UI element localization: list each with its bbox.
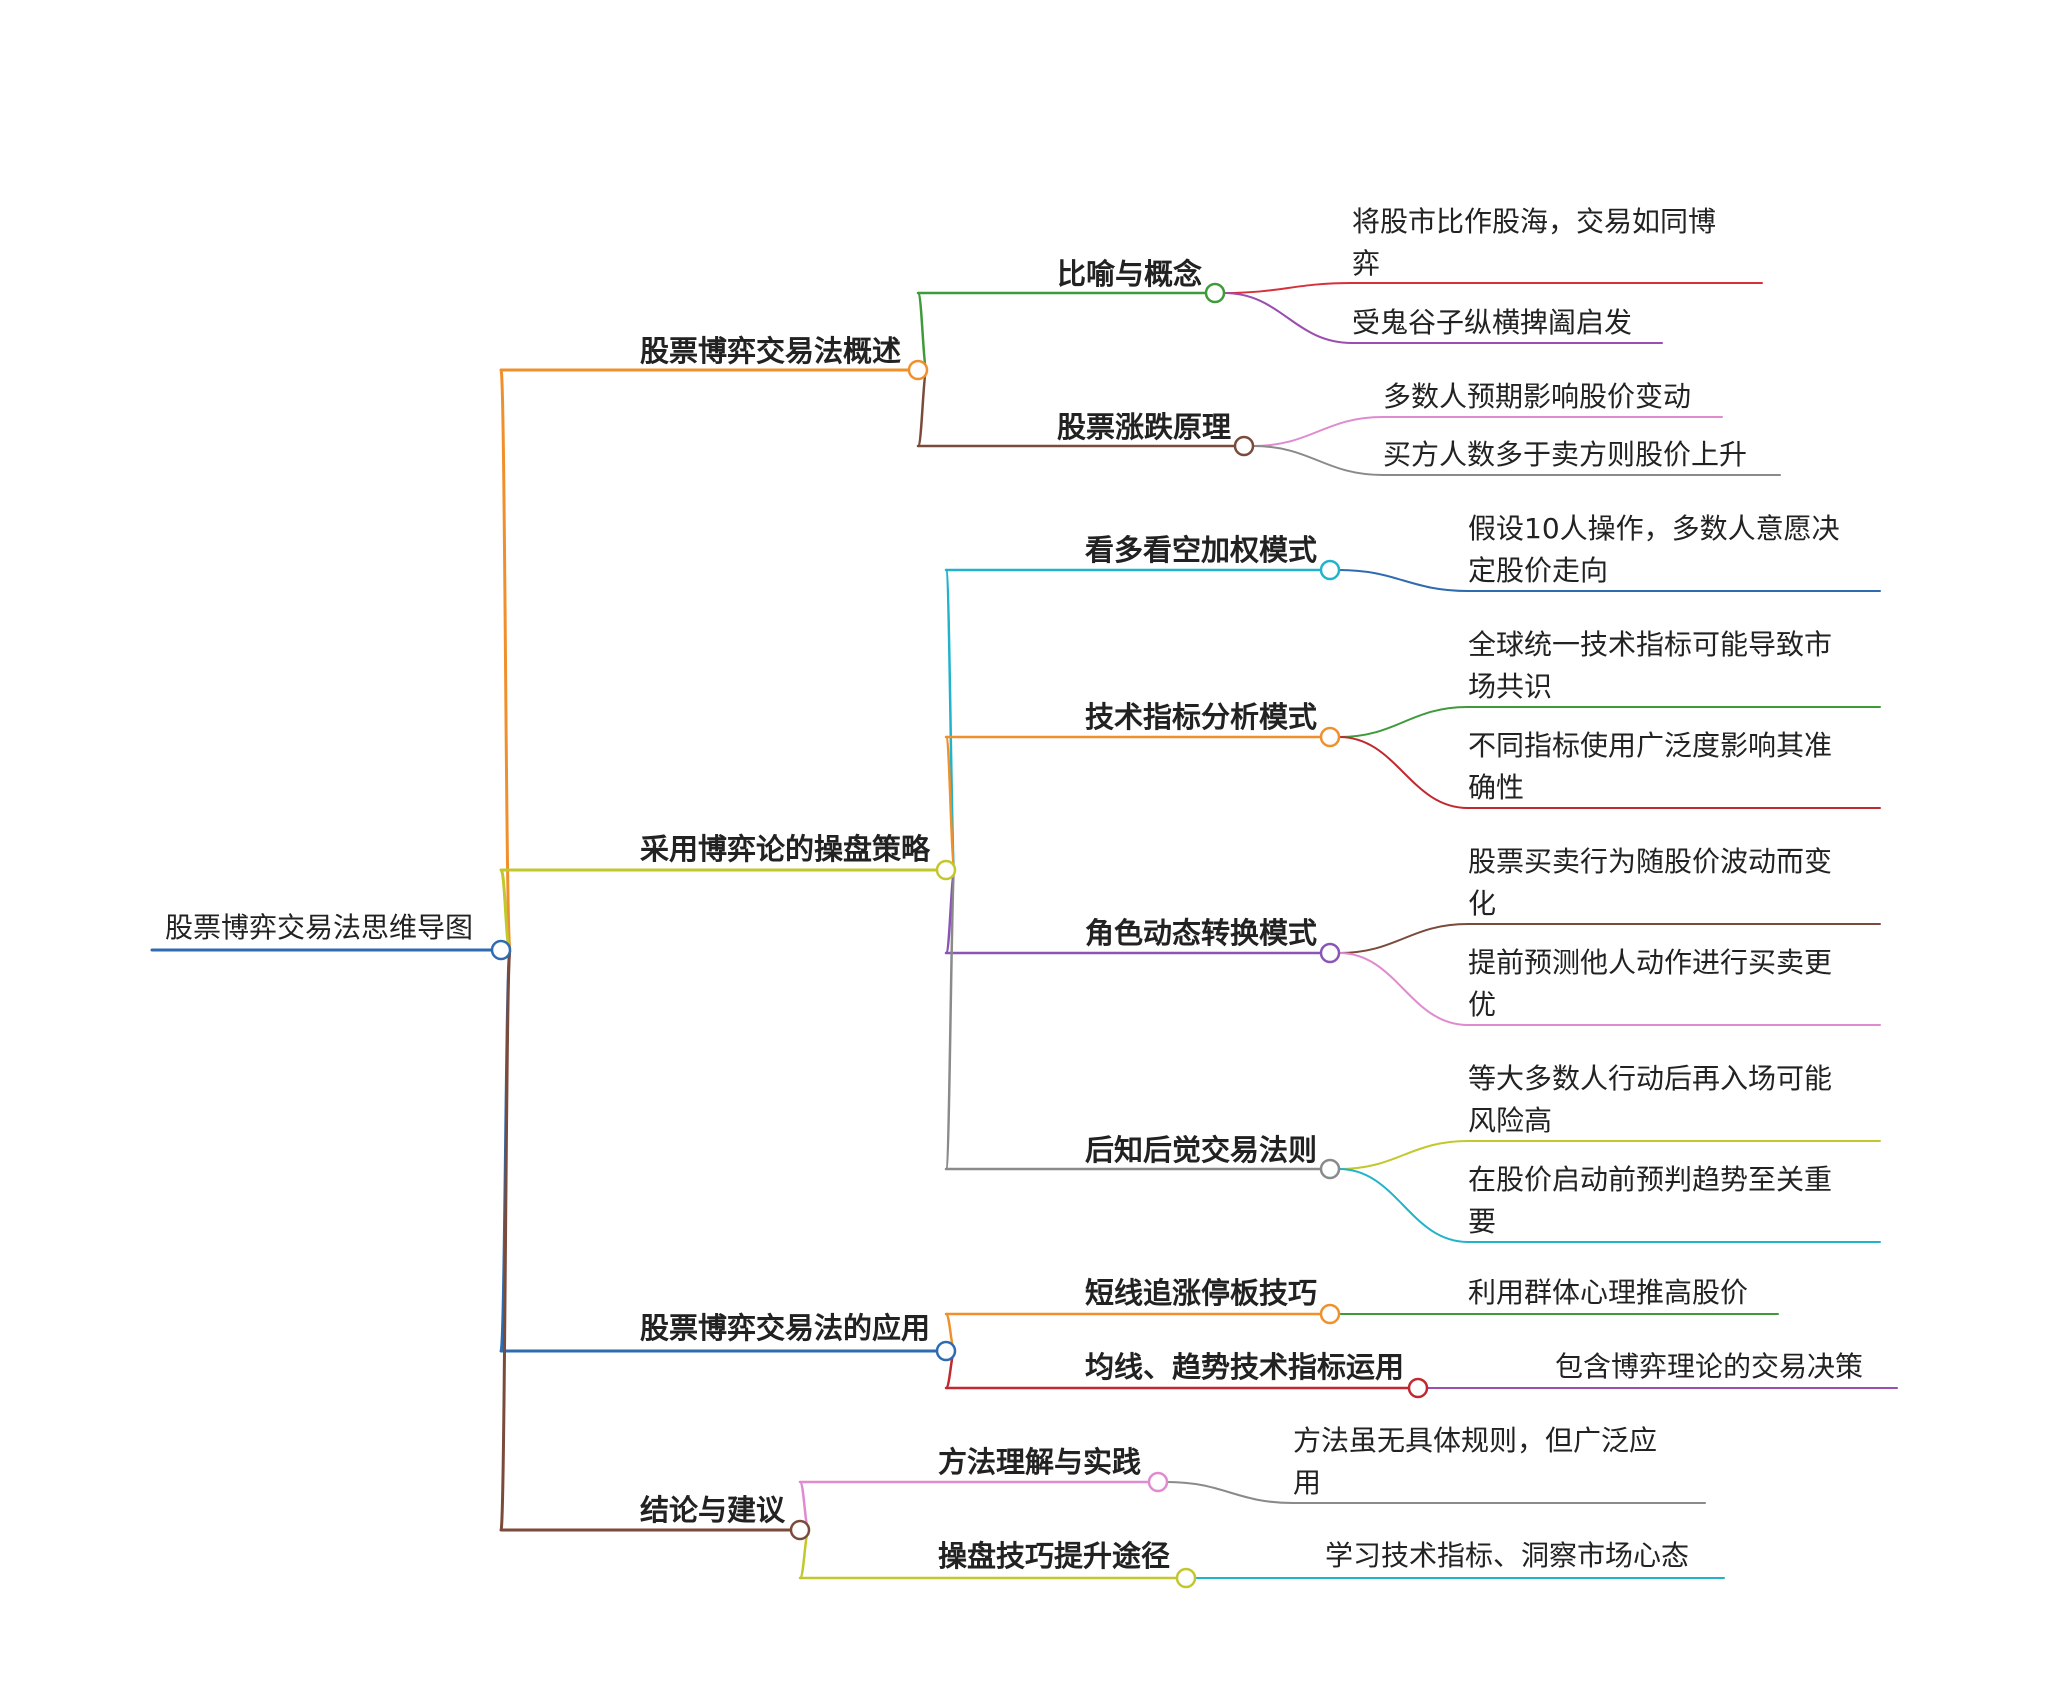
branch-connector: [499, 368, 512, 952]
leaf-text: 受鬼谷子纵横捭阖启发: [1352, 306, 1633, 339]
leaf-text: 多数人预期影响股价变动: [1383, 380, 1692, 413]
leaf-text: 将股市比作股海，交易如同博弈: [1352, 205, 1717, 280]
topic-node-circle[interactable]: [1175, 1567, 1197, 1589]
leaf-connector: [1166, 1481, 1294, 1504]
topic-connector: [916, 291, 929, 372]
topic-connector: [944, 868, 957, 1171]
topic-moving-average[interactable]: 均线、趋势技术指标运用: [1085, 1350, 1405, 1384]
topic-node-circle[interactable]: [1319, 726, 1341, 748]
leaf-text: 等大多数人行动后再入场可能风险高: [1468, 1062, 1833, 1137]
leaf-text: 在股价启动前预判趋势至关重要: [1468, 1163, 1833, 1238]
topic-node-circle[interactable]: [1407, 1377, 1429, 1399]
root-topic[interactable]: 股票博弈交易法思维导图: [165, 911, 474, 944]
leaf-text: 学习技术指标、洞察市场心态: [1325, 1539, 1690, 1572]
root-node-circle[interactable]: [490, 939, 512, 961]
topic-price-principle[interactable]: 股票涨跌原理: [1057, 410, 1232, 444]
leaf-connector: [1223, 282, 1353, 294]
topic-node-circle[interactable]: [1233, 435, 1255, 457]
leaf-connector: [1223, 292, 1353, 344]
topic-understanding-practice[interactable]: 方法理解与实践: [938, 1445, 1142, 1479]
leaf-connector: [1338, 1168, 1469, 1243]
topic-node-circle[interactable]: [1204, 282, 1226, 304]
topic-long-short-weighting[interactable]: 看多看空加权模式: [1085, 533, 1318, 567]
leaf-text: 假设10人操作，多数人意愿决定股价走向: [1468, 512, 1840, 587]
topic-node-circle[interactable]: [1319, 1303, 1341, 1325]
topic-node-circle[interactable]: [1147, 1471, 1169, 1493]
leaf-text: 利用群体心理推高股价: [1468, 1276, 1749, 1309]
topic-skill-improvement[interactable]: 操盘技巧提升途径: [938, 1539, 1171, 1573]
topic-node-circle[interactable]: [1319, 942, 1341, 964]
branch-node-circle[interactable]: [935, 859, 957, 881]
branch-node-circle[interactable]: [789, 1519, 811, 1541]
leaf-text: 股票买卖行为随股价波动而变化: [1468, 845, 1833, 920]
leaf-connector: [1252, 445, 1384, 476]
topic-node-circle[interactable]: [1319, 559, 1341, 581]
leaf-text: 方法虽无具体规则，但广泛应用: [1293, 1424, 1658, 1499]
branch-strategy[interactable]: 采用博弈论的操盘策略: [640, 832, 931, 866]
topic-node-circle[interactable]: [1319, 1158, 1341, 1180]
topic-connector: [916, 368, 929, 448]
topic-role-switch[interactable]: 角色动态转换模式: [1085, 916, 1318, 950]
branch-node-circle[interactable]: [907, 359, 929, 381]
topic-metaphor[interactable]: 比喻与概念: [1057, 257, 1203, 291]
branch-application[interactable]: 股票博弈交易法的应用: [640, 1311, 931, 1345]
leaf-connector: [1252, 416, 1384, 447]
leaf-connector: [1338, 736, 1469, 809]
leaf-connector: [1338, 569, 1469, 592]
leaf-connector: [1338, 952, 1469, 1026]
branch-conclusion[interactable]: 结论与建议: [640, 1493, 786, 1527]
leaf-connector: [1338, 706, 1469, 738]
leaf-text: 全球统一技术指标可能导致市场共识: [1468, 628, 1833, 703]
topic-technical-indicator[interactable]: 技术指标分析模式: [1085, 700, 1318, 734]
leaf-text: 买方人数多于卖方则股价上升: [1383, 438, 1748, 471]
branch-overview[interactable]: 股票博弈交易法概述: [640, 334, 902, 368]
leaf-connector: [1338, 1140, 1469, 1170]
topic-limit-up-chasing[interactable]: 短线追涨停板技巧: [1085, 1276, 1318, 1310]
leaf-text: 不同指标使用广泛度影响其准确性: [1468, 729, 1833, 804]
topic-late-follower[interactable]: 后知后觉交易法则: [1085, 1133, 1318, 1167]
leaf-connector: [1338, 923, 1469, 954]
branch-node-circle[interactable]: [935, 1340, 957, 1362]
leaf-text: 提前预测他人动作进行买卖更优: [1468, 946, 1833, 1021]
branch-connector: [499, 948, 512, 1532]
leaf-text: 包含博弈理论的交易决策: [1555, 1350, 1864, 1383]
